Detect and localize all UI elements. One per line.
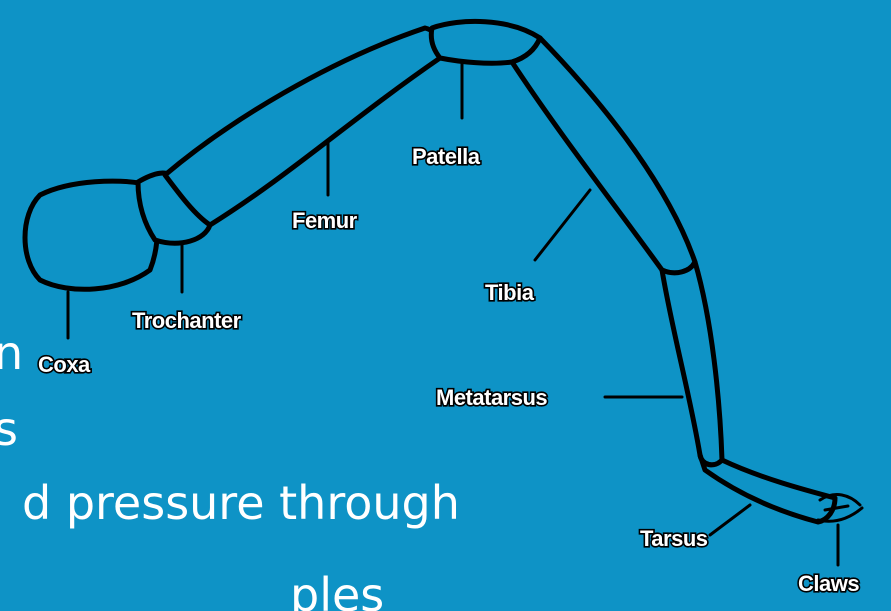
femur-segment [165, 28, 442, 225]
coxa-label: Coxa [38, 352, 91, 377]
tibia-segment [512, 38, 695, 273]
femur-label: Femur [292, 208, 358, 233]
tibia-leader-line [535, 190, 590, 260]
tarsus-segment [700, 455, 835, 522]
claws-label: Claws [798, 571, 859, 596]
trochanter-label: Trochanter [132, 308, 242, 333]
metatarsus-segment [662, 262, 722, 465]
tarsus-label: Tarsus [640, 526, 708, 551]
patella-label: Patella [412, 144, 481, 169]
metatarsus-label: Metatarsus [436, 385, 547, 410]
tarsus-leader-line [710, 505, 750, 535]
tibia-label: Tibia [485, 280, 535, 305]
